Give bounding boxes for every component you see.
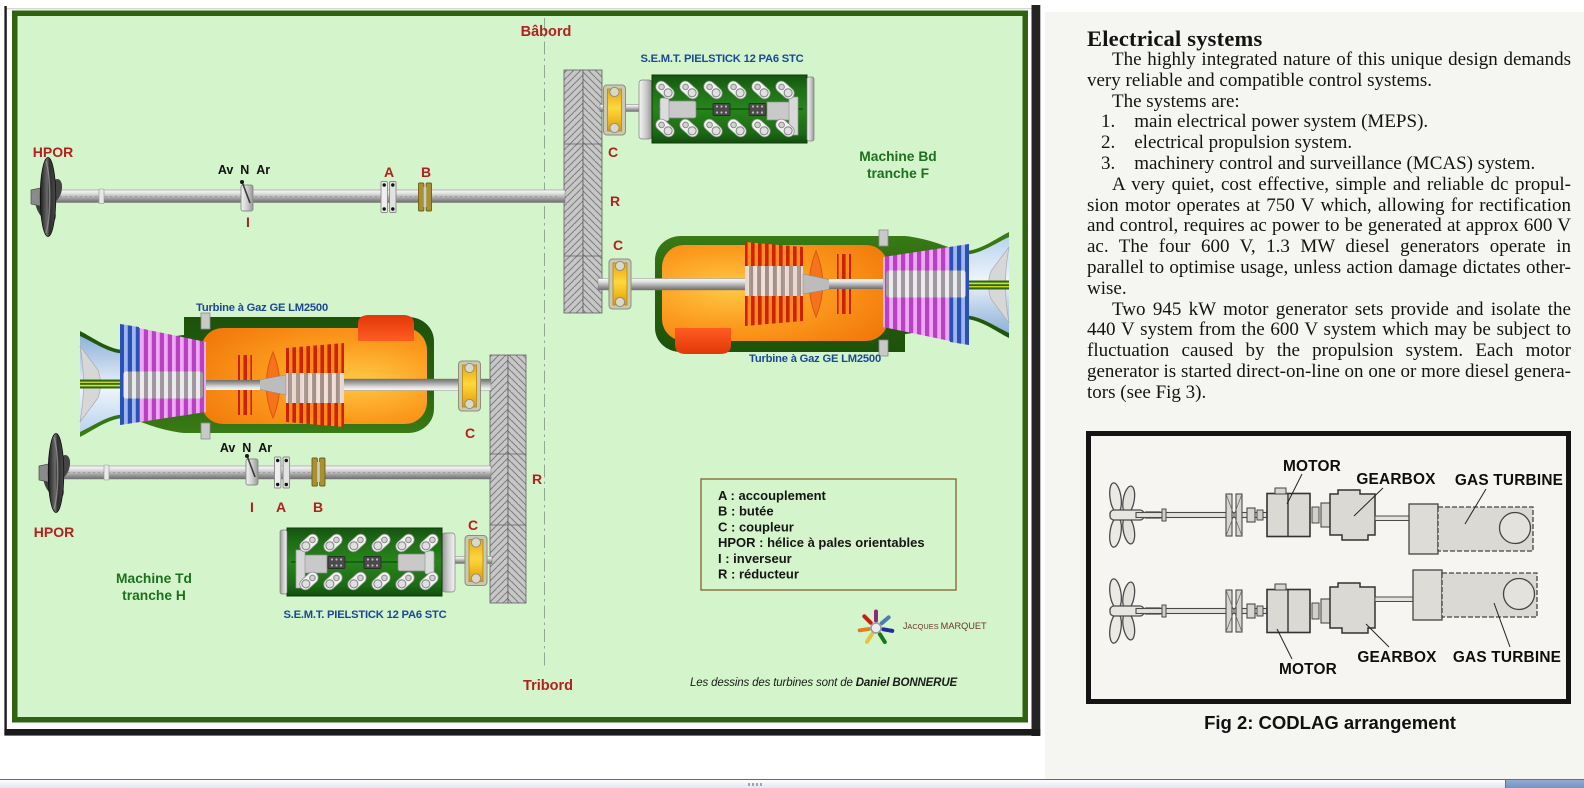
svg-text:Machine Bd: Machine Bd: [859, 149, 936, 164]
svg-text:S.E.M.T. PIELSTICK 12 PA6 STC: S.E.M.T. PIELSTICK 12 PA6 STC: [283, 609, 446, 621]
svg-text:MOTOR: MOTOR: [1283, 458, 1341, 475]
svg-text:I : inverseur: I : inverseur: [718, 551, 792, 566]
svg-text:S.E.M.T. PIELSTICK 12 PA6 STC: S.E.M.T. PIELSTICK 12 PA6 STC: [640, 53, 803, 65]
svg-text:Bâbord: Bâbord: [521, 24, 572, 40]
svg-text:C: C: [468, 517, 478, 533]
svg-text:Les dessins des turbines sont: Les dessins des turbines sont de Daniel …: [690, 677, 957, 689]
svg-text:A : accouplement: A : accouplement: [718, 488, 827, 503]
svg-text:C: C: [608, 144, 618, 160]
svg-text:Turbine à Gaz GE LM2500: Turbine à Gaz GE LM2500: [749, 353, 881, 365]
svg-text:HPOR: HPOR: [33, 144, 73, 160]
svg-text:Machine Td: Machine Td: [116, 571, 192, 586]
svg-text:I: I: [250, 499, 254, 515]
svg-text:GAS TURBINE: GAS TURBINE: [1455, 472, 1563, 489]
svg-text:GEARBOX: GEARBOX: [1357, 649, 1437, 666]
svg-text:GEARBOX: GEARBOX: [1356, 471, 1436, 488]
svg-text:C: C: [465, 425, 475, 441]
svg-text:HPOR: HPOR: [34, 524, 74, 540]
svg-text:HPOR : hélice à pales orientab: HPOR : hélice à pales orientables: [718, 535, 925, 550]
svg-text:Turbine à Gaz GE LM2500: Turbine à Gaz GE LM2500: [196, 302, 328, 314]
svg-text:MOTOR: MOTOR: [1279, 661, 1337, 678]
svg-text:Av N Ar: Av N Ar: [220, 441, 272, 455]
svg-text:tranche H: tranche H: [122, 588, 186, 603]
svg-text:B: B: [313, 499, 323, 515]
svg-text:JACQUES MARQUET: JACQUES MARQUET: [903, 621, 987, 631]
svg-text:A: A: [384, 164, 394, 180]
svg-text:B: B: [421, 164, 431, 180]
svg-text:R: R: [610, 193, 620, 209]
svg-text:Tribord: Tribord: [523, 678, 573, 694]
svg-text:tranche F: tranche F: [867, 166, 929, 181]
svg-text:B : butée: B : butée: [718, 504, 774, 519]
svg-text:C: C: [613, 237, 623, 253]
svg-text:A: A: [276, 499, 286, 515]
svg-text:R : réducteur: R : réducteur: [718, 567, 799, 582]
svg-text:R: R: [532, 471, 542, 487]
svg-text:GAS TURBINE: GAS TURBINE: [1453, 649, 1561, 666]
svg-text:I: I: [246, 214, 250, 230]
svg-text:Av N Ar: Av N Ar: [218, 163, 270, 177]
svg-text:C : coupleur: C : coupleur: [718, 519, 794, 534]
